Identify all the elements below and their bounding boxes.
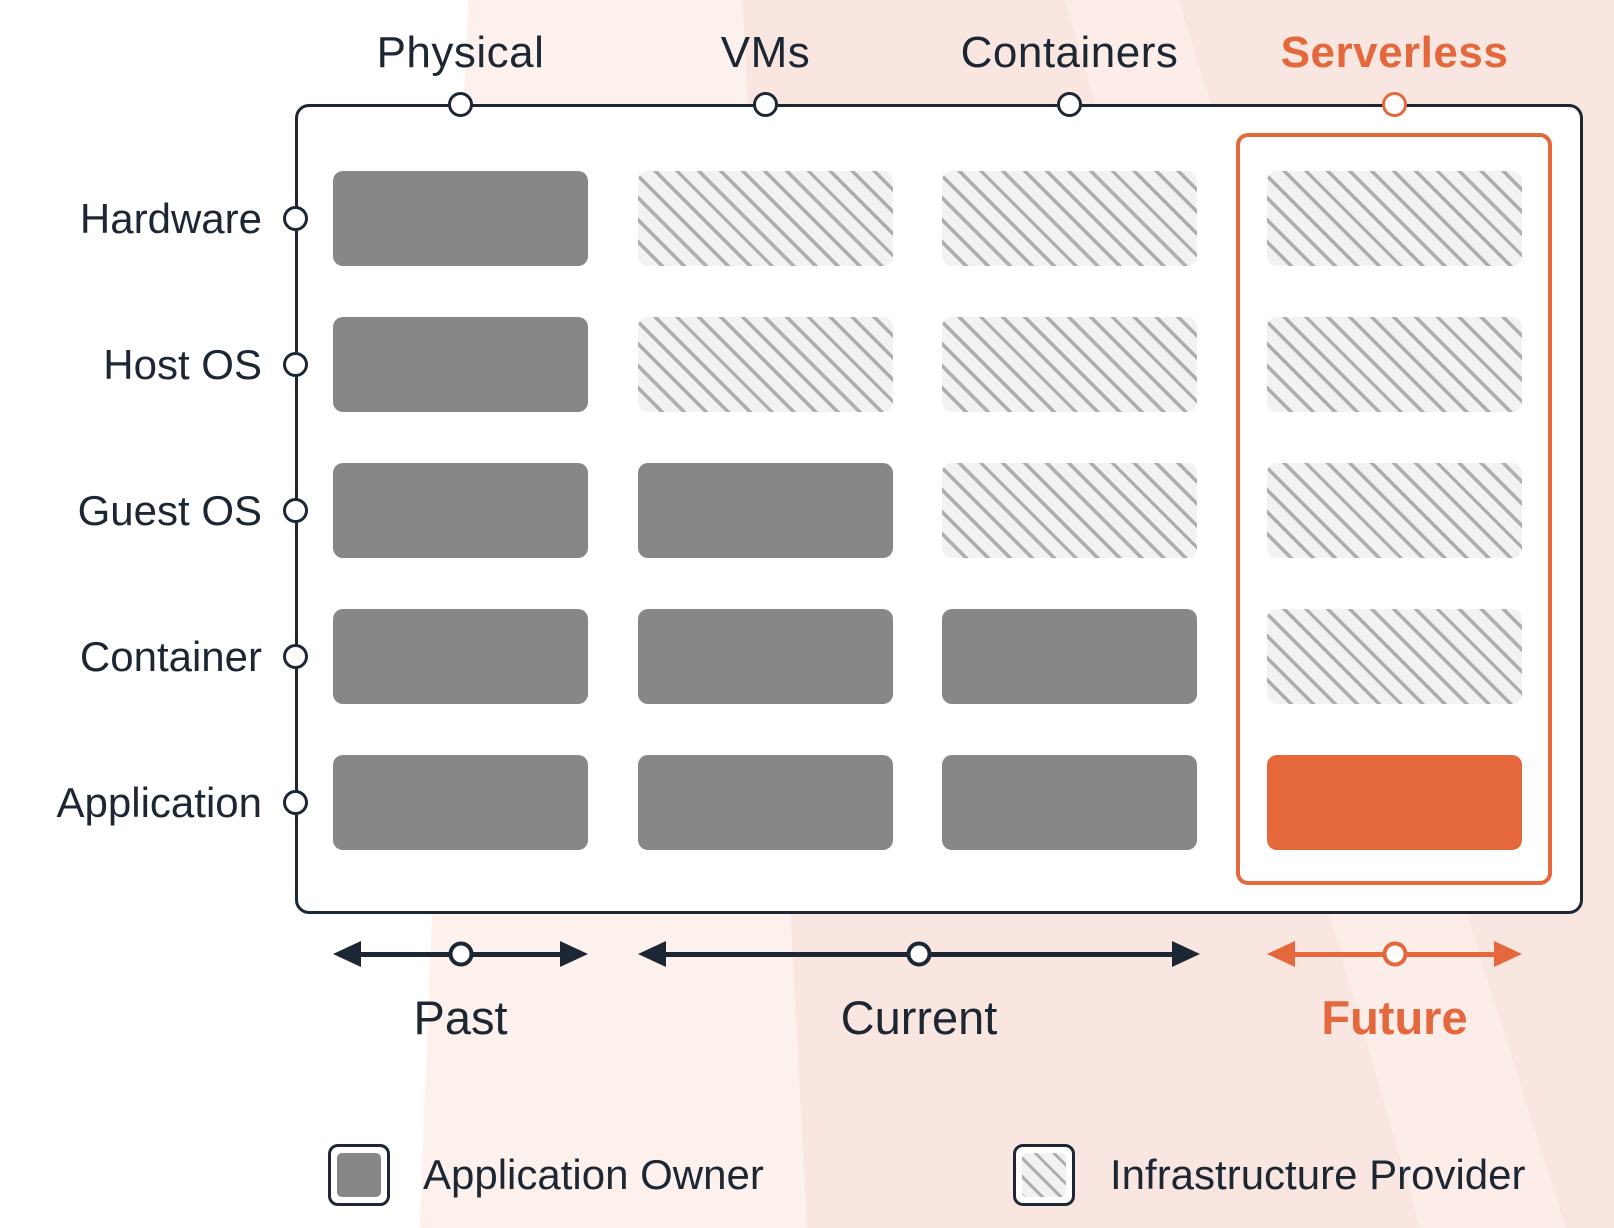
arrow-node: [448, 941, 473, 967]
arrowhead-left-icon: [1267, 941, 1295, 967]
cell-application-serverless: [1267, 755, 1522, 850]
column-node-containers: [1057, 91, 1082, 117]
cell-hardware-containers: [942, 171, 1197, 266]
row-label-guest-os: Guest OS: [77, 486, 262, 534]
legend-swatch-application-owner: [328, 1144, 390, 1206]
cell-application-containers: [942, 755, 1197, 850]
legend-swatch-infrastructure-provider: [1013, 1144, 1075, 1206]
arrowhead-left-icon: [638, 941, 666, 967]
era-label-future: Future: [1321, 991, 1468, 1044]
cell-host-os-serverless: [1267, 317, 1522, 412]
cell-container-vms: [638, 609, 893, 704]
row-label-host-os: Host OS: [103, 340, 262, 388]
hatched-swatch-icon: [1022, 1153, 1066, 1197]
row-node-container: [282, 644, 308, 669]
legend-label-application-owner: Application Owner: [423, 1151, 764, 1198]
cell-container-physical: [333, 609, 588, 704]
cell-host-os-containers: [942, 317, 1197, 412]
cell-hardware-physical: [333, 171, 588, 266]
cell-guest-os-vms: [638, 463, 893, 558]
row-node-hardware: [282, 206, 308, 231]
cell-application-physical: [333, 755, 588, 850]
era-label-past: Past: [413, 991, 508, 1044]
arrowhead-right-icon: [560, 941, 588, 967]
row-node-host-os: [282, 352, 308, 377]
column-node-physical: [448, 91, 473, 117]
cell-host-os-vms: [638, 317, 893, 412]
era-arrow-future: [1267, 941, 1522, 967]
cell-container-serverless: [1267, 609, 1522, 704]
row-label-hardware: Hardware: [79, 194, 262, 242]
arrowhead-right-icon: [1172, 941, 1200, 967]
arrowhead-left-icon: [333, 941, 361, 967]
column-node-serverless: [1382, 91, 1407, 117]
arrow-node: [906, 941, 932, 967]
row-label-application: Application: [56, 778, 262, 826]
cell-host-os-physical: [333, 317, 588, 412]
column-header-serverless: Serverless: [1280, 28, 1509, 77]
cell-container-containers: [942, 609, 1197, 704]
column-node-vms: [753, 91, 778, 117]
cell-guest-os-physical: [333, 463, 588, 558]
solid-swatch-icon: [337, 1153, 381, 1197]
cell-guest-os-serverless: [1267, 463, 1522, 558]
era-label-current: Current: [840, 991, 998, 1044]
era-arrow-current: [638, 941, 1200, 967]
legend-label-infrastructure-provider: Infrastructure Provider: [1110, 1151, 1526, 1198]
era-arrow-past: [333, 941, 588, 967]
row-node-guest-os: [282, 498, 308, 523]
cell-guest-os-containers: [942, 463, 1197, 558]
arrowhead-right-icon: [1494, 941, 1522, 967]
cell-hardware-serverless: [1267, 171, 1522, 266]
row-label-container: Container: [79, 632, 262, 680]
row-node-application: [282, 790, 308, 815]
cell-application-vms: [638, 755, 893, 850]
cell-hardware-vms: [638, 171, 893, 266]
arrow-node: [1382, 941, 1407, 967]
